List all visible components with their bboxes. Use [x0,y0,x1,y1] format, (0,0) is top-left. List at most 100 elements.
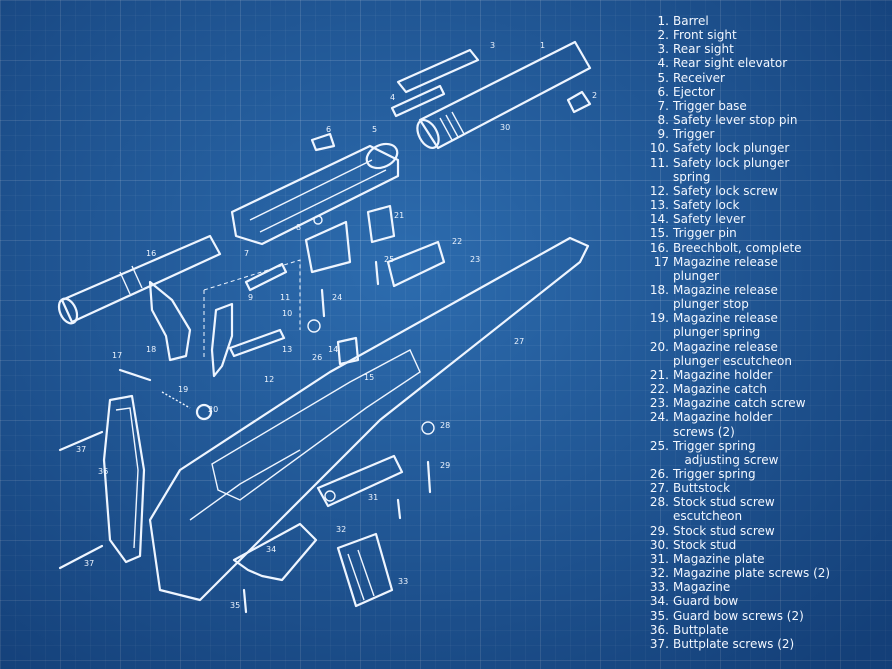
legend-number: 4. [657,56,669,71]
legend-text: Buttplate screws (2) [673,636,795,651]
legend-text: Magazine release plunger spring [673,311,778,340]
legend-item: 25. Trigger spring adjusting screw [642,439,890,467]
legend-number: 12. [649,183,669,198]
magazine-parts [232,421,435,608]
legend-item: 7. Trigger base [642,99,890,113]
legend-number: 3. [657,42,669,57]
callout-number: 18 [146,345,156,354]
legend-text: Barrel [673,14,709,28]
legend-number: 33. [649,580,669,595]
legend-number: 30. [649,537,669,552]
legend-number: 31. [649,551,669,566]
callout-number: 17 [112,351,122,360]
callout-number: 24 [332,293,342,302]
legend-text: Magazine catch [673,382,767,397]
legend-text: Buttplate [673,622,729,637]
buttstock-part [148,236,590,602]
receiver-part [230,142,400,246]
legend-number: 34. [649,594,669,609]
callout-number: 33 [398,577,408,586]
callout-number: 34 [266,545,276,554]
legend-text: Trigger spring adjusting screw [673,438,779,467]
legend-number: 36. [649,622,669,637]
legend-item: 11. Safety lock plunger spring [642,156,890,184]
callout-number: 9 [248,293,253,302]
legend-number: 7. [657,98,669,113]
legend-item: 5.Receiver [642,71,890,85]
legend-text: Magazine [673,580,731,595]
legend-number: 27. [649,481,669,496]
legend-number: 16. [649,240,669,255]
legend-item: 24.Magazine holder screws (2) [642,410,890,438]
legend-text: Stock stud screw escutcheon [673,495,775,524]
legend-text: Front sight [673,28,737,43]
legend-item: 26.Trigger spring [642,467,890,481]
legend-number: 15. [649,226,669,241]
callout-number: 36 [98,467,108,476]
legend-item: 36. Buttplate [642,623,890,637]
legend-item: 6.Ejector [642,85,890,99]
callout-number: 19 [178,385,188,394]
legend-text: Safety lever [673,212,746,227]
legend-item: 28. Stock stud screw escutcheon [642,495,890,523]
legend-number: 32. [649,566,669,581]
legend-item: 15.Trigger pin [642,226,890,240]
callout-number: 7 [244,249,249,258]
legend-text: Safety lock plunger [673,141,790,156]
legend-text: Safety lock [673,198,740,213]
ejector-part [310,132,336,152]
legend-text: Trigger base [673,98,747,113]
legend-item: 10.Safety lock plunger [642,141,890,155]
legend-text: Magazine holder [673,367,773,382]
front-sight-part [566,90,592,114]
legend-item: 20. Magazine release plunger escutcheon [642,340,890,368]
legend-number: 19. [649,311,669,326]
callout-number: 1 [540,41,545,50]
legend-item: 34.Guard bow [642,594,890,608]
legend-text: Magazine release plunger escutcheon [673,339,792,368]
legend-text: Safety lock plunger spring [673,155,790,184]
buttplate-part [102,394,146,564]
legend-number: 28. [649,495,669,510]
legend-number: 13. [649,198,669,213]
barrel-part [416,40,592,150]
callout-number: 29 [440,461,450,470]
callout-number: 35 [230,601,240,610]
legend-number: 6. [657,84,669,99]
legend-text: Rear sight [673,42,734,57]
legend-item: 27.Buttstock [642,481,890,495]
legend-number: 26. [649,467,669,481]
legend-text: Rear sight elevator [673,56,788,71]
callout-number: 14 [328,345,338,354]
rear-sight-part [390,48,480,118]
legend-item: 33. Magazine [642,580,890,594]
callout-number: 6 [326,125,331,134]
legend-text: Magazine catch screw [673,396,806,411]
legend-item: 37.Buttplate screws (2) [642,637,890,651]
callout-number: 30 [500,123,510,132]
callout-number: 27 [514,337,524,346]
legend-number: 17 [653,254,669,269]
legend-text: Magazine plate [673,551,765,566]
legend-number: 11. [649,155,669,170]
legend-item: 8.Safety lever stop pin [642,113,890,127]
callout-number: 15 [364,373,374,382]
legend-number: 25. [649,438,669,453]
legend-number: 1. [657,14,669,28]
legend-text: Receiver [673,70,725,85]
trigger-group-parts [203,204,446,378]
callout-number: 10 [282,309,292,318]
legend-item: 23.Magazine catch screw [642,396,890,410]
legend-text: Magazine holder screws (2) [673,410,773,439]
legend-number: 35. [649,608,669,623]
legend-number: 20. [649,339,669,354]
legend-text: Safety lock screw [673,183,778,198]
callout-number: 2 [592,91,597,100]
legend-item: 2.Front sight [642,28,890,42]
legend-text: Magazine plate screws (2) [673,566,831,581]
callout-number: 16 [146,249,156,258]
